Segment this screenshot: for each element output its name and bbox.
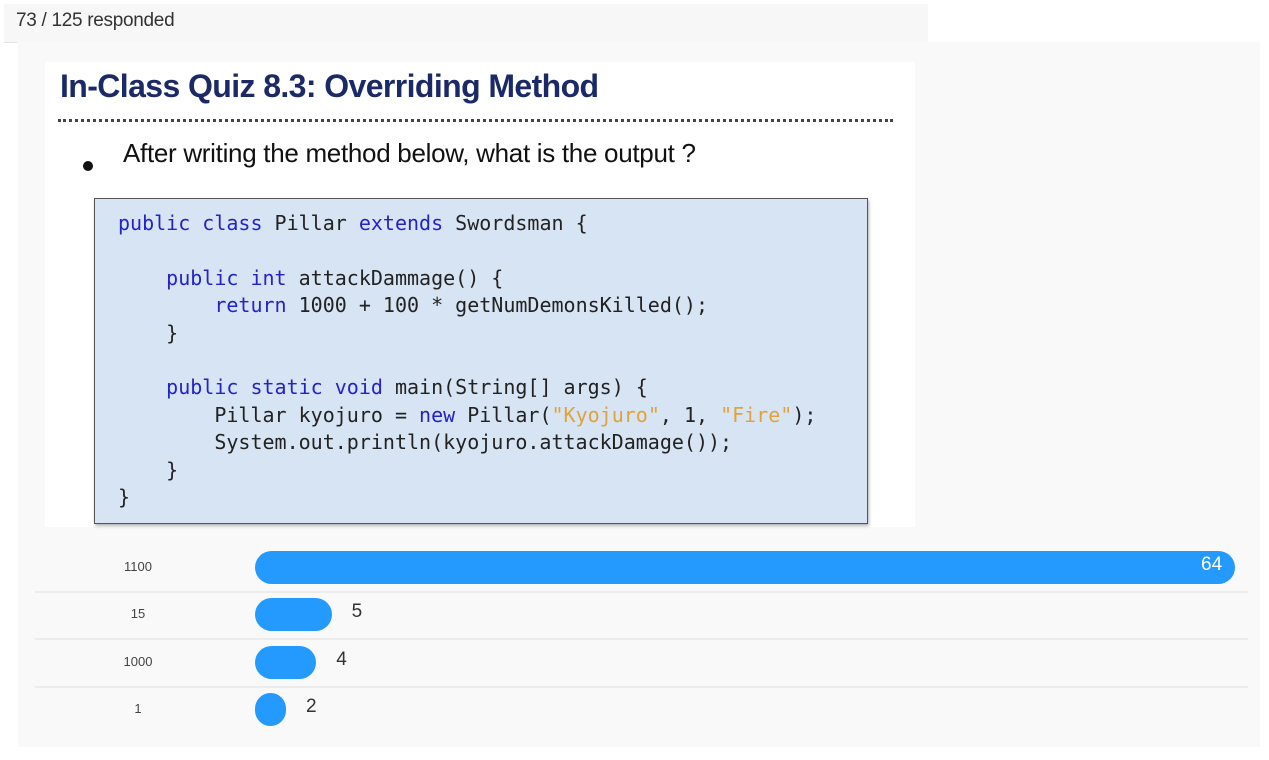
code-line: } <box>118 321 178 345</box>
result-row: 15 5 <box>35 591 1248 640</box>
answer-count: 64 <box>1201 554 1223 575</box>
code-text: Pillar <box>262 211 359 235</box>
code-text: attackDammage() { <box>286 266 504 290</box>
code-string: "Fire" <box>720 403 793 427</box>
code-text: 1000 + 100 * getNumDemonsKilled(); <box>286 293 709 317</box>
code-line: System.out.println(kyojuro.attackDamage(… <box>118 430 732 454</box>
answer-bar <box>255 598 332 631</box>
bullet-icon <box>83 161 93 171</box>
code-keyword: return <box>214 293 287 317</box>
answer-count: 4 <box>336 649 347 670</box>
slide-title: In-Class Quiz 8.3: Overriding Method <box>60 68 599 104</box>
answer-label: 1000 <box>123 654 153 669</box>
answer-label: 1 <box>134 701 142 716</box>
code-text: } <box>118 321 179 345</box>
answer-bar <box>255 693 286 726</box>
code-keyword: public static void <box>166 375 383 399</box>
code-block: public class Pillar extends Swordsman { … <box>94 198 868 524</box>
code-text: Pillar kyojuro = <box>118 403 420 427</box>
code-text: } <box>118 485 131 509</box>
answer-bar <box>255 551 1235 584</box>
result-row: 1100 64 <box>35 544 1248 593</box>
answer-bar <box>255 646 317 679</box>
answer-count: 5 <box>351 601 363 622</box>
response-header: 73 / 125 responded <box>4 4 928 43</box>
code-text <box>118 266 166 290</box>
code-text: } <box>118 458 179 482</box>
code-text <box>118 293 214 317</box>
code-line: public class Pillar extends Swordsman { <box>118 211 588 235</box>
code-line: return 1000 + 100 * getNumDemonsKilled()… <box>118 293 708 317</box>
code-line: public int attackDammage() { <box>118 266 503 290</box>
responded-count: 73 / 125 responded <box>16 10 175 31</box>
code-text: System.out.println(kyojuro.attackDamage(… <box>118 430 733 454</box>
answer-label: 15 <box>130 606 146 621</box>
code-keyword: new <box>419 403 456 427</box>
code-line: } <box>118 458 178 482</box>
answer-count: 2 <box>306 696 317 717</box>
code-text: ); <box>792 403 817 427</box>
question-text: After writing the method below, what is … <box>123 138 696 168</box>
code-line: Pillar kyojuro = new Pillar("Kyojuro", 1… <box>118 403 816 427</box>
result-row: 1000 4 <box>35 639 1248 688</box>
quiz-slide: In-Class Quiz 8.3: Overriding Method Aft… <box>45 62 915 527</box>
code-keyword: public int <box>166 266 287 290</box>
code-text: Pillar( <box>455 403 552 427</box>
code-text <box>118 375 166 399</box>
code-keyword: extends <box>358 211 444 235</box>
code-line: public static void main(String[] args) { <box>118 375 648 399</box>
code-string: "Kyojuro" <box>551 403 660 427</box>
code-text: Swordsman { <box>443 211 588 235</box>
answer-label: 1100 <box>124 559 152 574</box>
code-keyword: public class <box>118 211 263 235</box>
code-text: main(String[] args) { <box>382 375 648 399</box>
code-text: , 1, <box>659 403 721 427</box>
dotted-divider <box>58 119 893 122</box>
code-line: } <box>118 485 130 509</box>
